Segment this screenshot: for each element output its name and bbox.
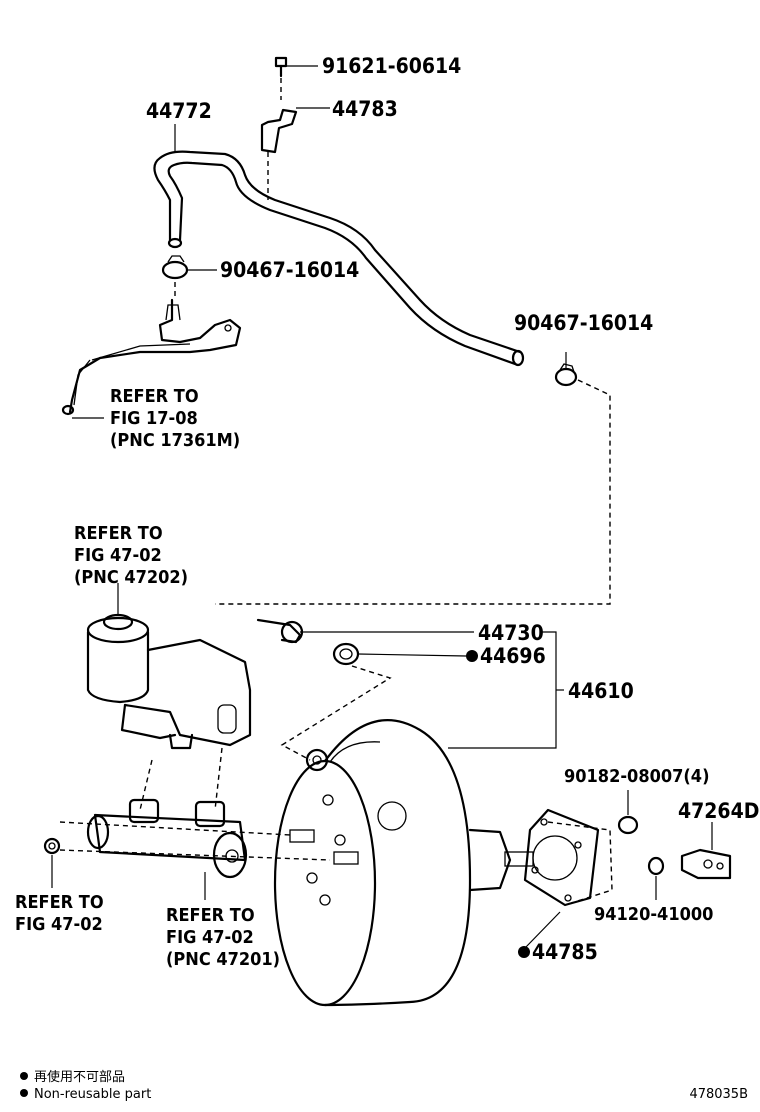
refer-17-08-line2: FIG 17-08	[110, 408, 198, 429]
clamp-right-icon	[554, 363, 578, 387]
label-booster-44610: 44610	[568, 679, 634, 703]
label-nut-94120: 94120-41000	[594, 904, 713, 925]
label-nut-90182: 90182-08007(4)	[564, 766, 709, 787]
vacuum-hose-44772-icon	[153, 150, 525, 367]
legend-marker-1	[20, 1072, 28, 1080]
bolt-left-icon	[43, 837, 61, 855]
legend-text-en: Non-reusable part	[34, 1087, 151, 1102]
refer-47202-line1: REFER TO	[74, 523, 163, 544]
refer-47201-line1: REFER TO	[166, 905, 255, 926]
legend-marker-2	[20, 1089, 28, 1097]
refer-47202-line3: (PNC 47202)	[74, 567, 188, 588]
label-gasket-44785: 44785	[532, 940, 598, 964]
label-hose-44772: 44772	[146, 99, 212, 123]
refer-17-08-line3: (PNC 17361M)	[110, 430, 240, 451]
label-bracket-44783: 44783	[332, 97, 398, 121]
refer-47-02-line1: REFER TO	[15, 892, 104, 913]
brake-booster-icon	[273, 719, 534, 1007]
nut-90182-icon	[617, 815, 639, 835]
label-clamp-left: 90467-16014	[220, 258, 359, 282]
label-check-valve-44730: 44730	[478, 621, 544, 645]
master-cylinder-icon	[86, 798, 248, 879]
refer-47202-line2: FIG 47-02	[74, 545, 162, 566]
non-reusable-marker-44785	[518, 946, 530, 958]
grommet-icon	[332, 642, 360, 666]
label-clamp-right: 90467-16014	[514, 311, 653, 335]
reservoir-icon	[86, 613, 252, 750]
label-grommet-44696: 44696	[480, 644, 546, 668]
vacuum-pipe-icon	[61, 298, 242, 416]
refer-47-02-line2: FIG 47-02	[15, 914, 103, 935]
nut-94120-icon	[647, 856, 665, 876]
bolt-91621-icon	[274, 56, 288, 78]
label-47264d: 47264D	[678, 799, 759, 823]
refer-47201-line2: FIG 47-02	[166, 927, 254, 948]
label-bolt-91621: 91621-60614	[322, 54, 461, 78]
refer-47201-line3: (PNC 47201)	[166, 949, 280, 970]
clip-47264d-icon	[680, 848, 732, 880]
bracket-44783-icon	[260, 108, 298, 154]
clamp-left-icon	[161, 255, 189, 280]
refer-17-08-line1: REFER TO	[110, 386, 199, 407]
figure-id: 478035B	[689, 1087, 748, 1102]
gasket-icon	[523, 808, 600, 907]
legend-text-jp: 再使用不可部品	[34, 1069, 125, 1085]
non-reusable-marker-44696	[466, 650, 478, 662]
check-valve-icon	[256, 618, 304, 644]
